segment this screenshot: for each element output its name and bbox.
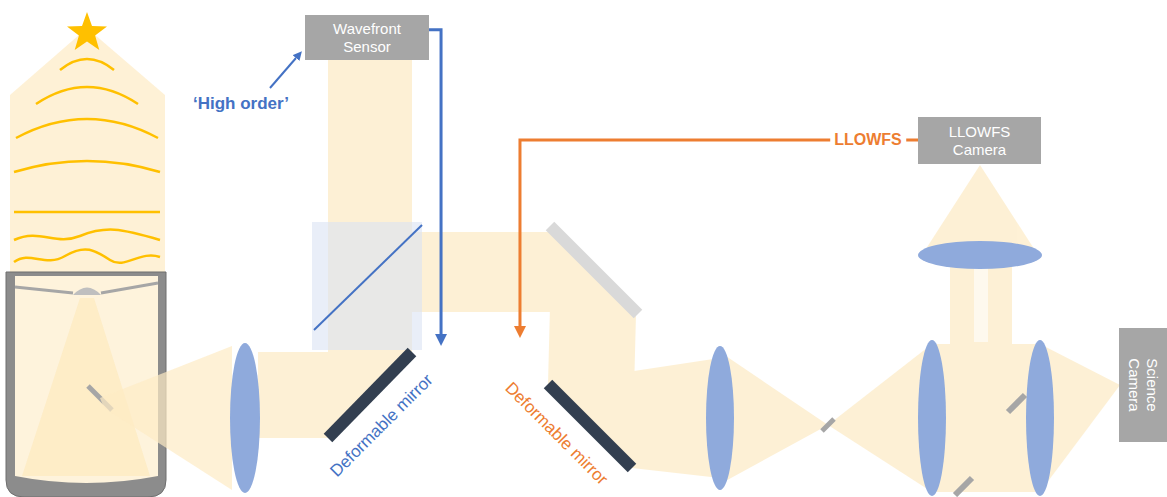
lens [706,346,734,490]
control-arrow [520,140,918,326]
beam-splitter [312,222,422,350]
pickoff-mirror [955,478,972,495]
lens [918,340,946,496]
focal-plane-mask [822,419,834,431]
lens [230,343,260,493]
beam-splitter-surface [314,225,422,330]
control-arrow [429,30,441,334]
annotation: ‘High order’ [193,94,289,114]
node-label: Wavefront Sensor [321,20,413,56]
beam [720,352,828,484]
mirror-shape [498,338,638,495]
deformable-mirror: Deformable mirror [322,346,446,488]
lens [1026,340,1054,496]
sensor-box: Wavefront Sensor [305,15,429,60]
light-beams [10,28,1120,492]
node-label: LLOWFS Camera [937,123,1023,159]
edge-label: LLOWFS [830,130,906,149]
camera-box: LLOWFS Camera [918,117,1041,164]
lens [918,241,1042,269]
pickoff-mirror [1008,395,1025,412]
beam [828,344,932,492]
telescope-interior [15,276,158,483]
beam-gap [974,268,988,342]
star [67,12,107,50]
wavefronts [14,59,160,263]
incoming-light [10,28,165,272]
deformable-mirror: Deformable mirror [498,338,638,495]
fold-mirror [550,226,638,314]
beam [100,346,232,490]
secondary-mirror [73,288,101,296]
camera-box: Science Camera [1119,328,1167,442]
beam [932,344,1040,492]
node-label: Science Camera [1125,345,1161,425]
leader-arrow [270,58,296,88]
